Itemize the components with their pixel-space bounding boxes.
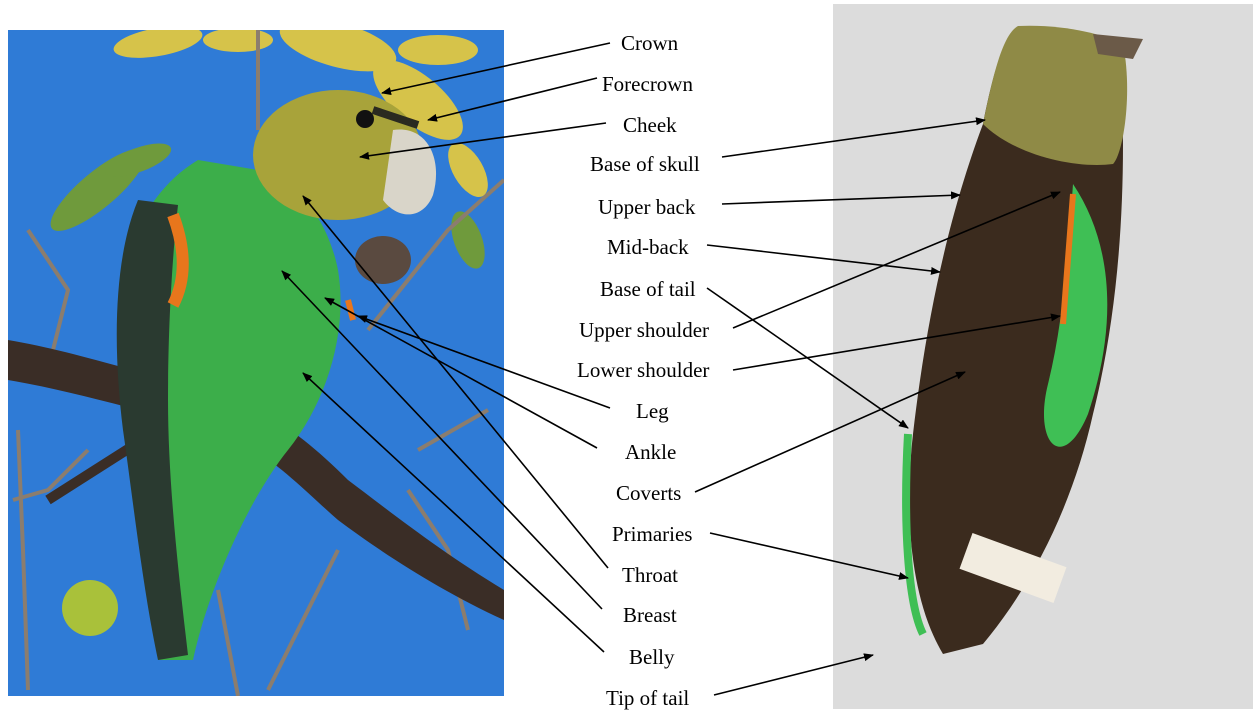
parrot-eye xyxy=(356,110,374,128)
label-cheek: Cheek xyxy=(623,113,677,137)
label-breast: Breast xyxy=(623,603,677,627)
label-belly: Belly xyxy=(629,645,675,669)
label-mid-back: Mid-back xyxy=(607,235,689,259)
label-base-of-tail: Base of tail xyxy=(600,277,696,301)
label-ankle: Ankle xyxy=(625,440,676,464)
label-upper-shoulder: Upper shoulder xyxy=(579,318,709,342)
label-lower-shoulder: Lower shoulder xyxy=(577,358,709,382)
fruit xyxy=(62,580,118,636)
label-forecrown: Forecrown xyxy=(602,72,693,96)
label-upper-back: Upper back xyxy=(598,195,695,219)
parrot-foot xyxy=(355,236,411,284)
specimen-photo xyxy=(833,4,1253,709)
label-crown: Crown xyxy=(621,31,678,55)
label-throat: Throat xyxy=(622,563,678,587)
live-parrot-photo xyxy=(8,30,504,696)
label-tip-of-tail: Tip of tail xyxy=(606,686,689,710)
label-coverts: Coverts xyxy=(616,481,681,505)
label-primaries: Primaries xyxy=(612,522,692,546)
label-base-of-skull: Base of skull xyxy=(590,152,700,176)
label-leg: Leg xyxy=(636,399,669,423)
